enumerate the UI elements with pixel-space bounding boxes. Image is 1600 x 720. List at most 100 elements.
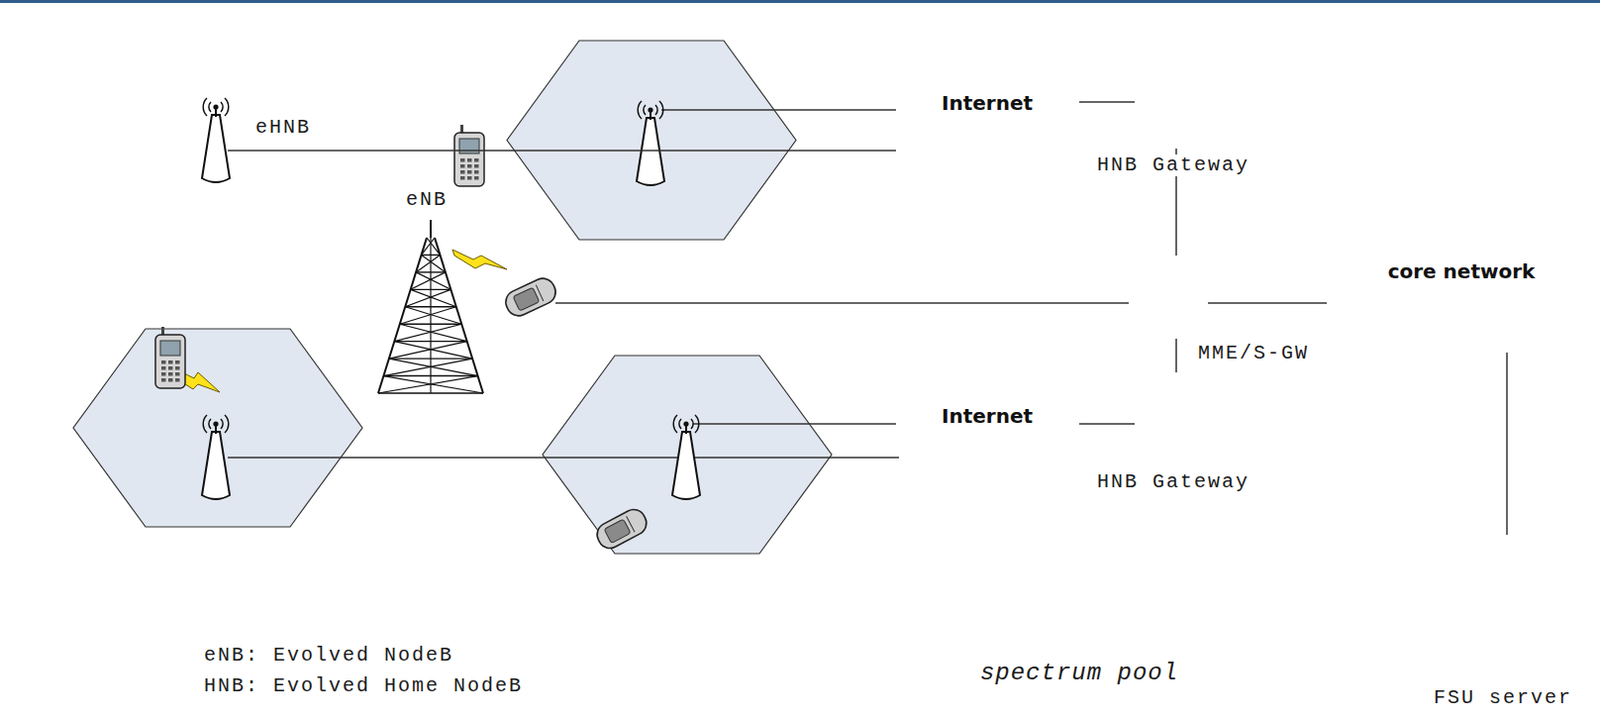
node-label: eNB: Evolved NodeB — [203, 644, 454, 667]
text-slot: spectrum pool — [980, 660, 1179, 687]
top-bar — [0, 0, 1600, 3]
tower-brace — [404, 289, 451, 306]
internet-cloud: Internet — [896, 358, 1080, 476]
node-label: spectrum pool — [980, 660, 1179, 687]
femto-cell-hexagon-outline — [73, 40, 363, 240]
phone-key — [467, 164, 473, 169]
phone-key — [460, 176, 466, 181]
phone-key — [168, 366, 174, 371]
tower-brace — [378, 376, 479, 394]
tower-brace — [404, 306, 462, 324]
radio-wave — [202, 98, 207, 116]
radio-wave — [220, 418, 223, 429]
connector-line — [1505, 352, 1508, 535]
tower-brace — [389, 341, 468, 359]
antenna-mast — [636, 117, 665, 186]
phone-key — [474, 158, 480, 163]
text-slot: eHNB — [255, 116, 311, 139]
lightning-bolt — [452, 249, 507, 270]
tower-brace — [415, 254, 440, 272]
node-label: Internet — [941, 91, 1033, 115]
phone-hinge — [535, 285, 544, 301]
antenna-symbol — [672, 414, 700, 500]
mme-server-outline — [1128, 255, 1208, 339]
phone-key — [460, 170, 466, 175]
wire — [693, 422, 897, 425]
text-slot: MME/S-GW — [1196, 342, 1311, 365]
radio-wave — [691, 418, 694, 429]
node-label: HNB: Evolved Home NodeB — [203, 675, 523, 698]
macro-cell-hexagon-outline — [11, 9, 894, 612]
gateway-server: HNB Gateway — [1134, 56, 1212, 149]
tower-brace — [383, 376, 484, 394]
wire — [661, 108, 897, 111]
phone-key — [474, 176, 480, 181]
tower-brace — [394, 323, 462, 341]
tower-brace — [394, 341, 473, 359]
phone-key — [175, 360, 181, 365]
text-slot: eNB — [405, 189, 448, 211]
text-slot: HNB Gateway — [1095, 154, 1252, 177]
node-label: eNB — [405, 189, 448, 211]
phone-key — [474, 170, 480, 175]
radio-wave — [655, 104, 658, 115]
hexagon-cell — [73, 328, 363, 527]
tower-brace — [410, 289, 457, 306]
radio-wave — [659, 100, 664, 119]
phone-screen — [603, 518, 631, 543]
phone-key — [467, 170, 473, 175]
hexagon-cell — [542, 355, 832, 554]
tower-rod — [429, 219, 432, 238]
antenna-dot — [647, 106, 653, 112]
phone-key — [168, 360, 174, 365]
tower-brace — [421, 254, 446, 272]
hexagon-cell — [542, 355, 832, 554]
radio-wave — [224, 414, 229, 433]
tower-brace — [415, 272, 451, 290]
node-label: eHNB — [255, 116, 311, 139]
text-slot: HNB: Evolved Home NodeB — [203, 675, 523, 698]
tower-leg — [378, 237, 427, 394]
internet-cloud: Internet — [896, 45, 1080, 163]
gateway-server: HNB Gateway — [1134, 372, 1212, 465]
tower-spine — [429, 237, 431, 394]
tower-brace — [410, 272, 446, 290]
node-label: HNB Gateway — [1095, 154, 1252, 177]
phone-key — [161, 366, 167, 371]
phone-key — [460, 164, 466, 169]
phone-key — [168, 378, 174, 383]
radio-wave — [202, 414, 207, 433]
text-slot: HNB Gateway — [1095, 471, 1252, 494]
tower-brace — [383, 358, 473, 376]
hexagon-cell — [506, 40, 797, 240]
phone-key — [175, 378, 181, 383]
antenna-symbol — [201, 98, 230, 183]
node-label: HNB Gateway — [1095, 471, 1252, 494]
tower-brace — [400, 306, 457, 324]
phone-key — [474, 164, 480, 169]
antenna-symbol — [636, 100, 665, 186]
radio-wave — [679, 418, 682, 429]
connector-line — [1079, 422, 1135, 425]
hexagon-cell — [506, 40, 797, 240]
radio-wave — [224, 98, 229, 116]
antenna-dot — [683, 420, 689, 426]
node-label: MME/S-GW — [1196, 342, 1311, 365]
gateway-server-outline — [1134, 56, 1212, 149]
wire — [227, 456, 900, 459]
connector-line — [1079, 100, 1135, 103]
radio-wave — [208, 101, 211, 112]
phone-body — [454, 132, 485, 187]
mobile-phone — [593, 504, 651, 552]
radio-wave — [643, 104, 646, 115]
tower-brace — [400, 323, 468, 341]
text-slot: Internet — [941, 403, 1033, 428]
phone-body — [501, 274, 560, 320]
tower-brace — [389, 358, 479, 376]
text-slot: Internet — [941, 91, 1033, 115]
abbreviation-box: eNB: Evolved NodeB HNB: Evolved Home Node… — [194, 630, 580, 717]
radio-wave — [673, 414, 678, 433]
phone-key — [467, 176, 473, 181]
